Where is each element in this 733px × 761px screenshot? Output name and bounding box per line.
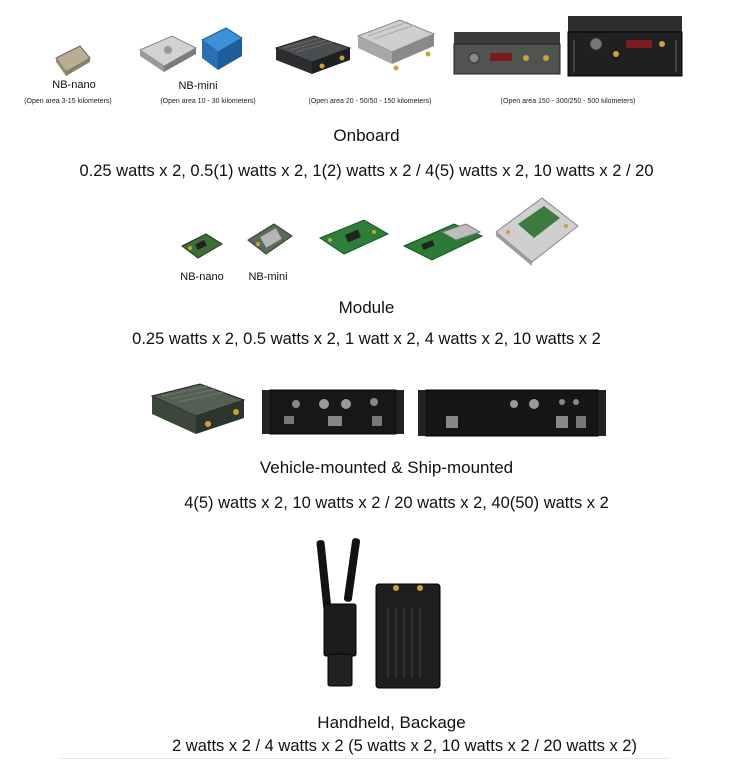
nb-mini-blue-device-image — [201, 27, 243, 70]
module-heading: Module — [338, 298, 395, 317]
onboard-nb-nano-range: (Open area 3-15 kilometers) — [24, 98, 112, 105]
nb-mini-silver-device-image — [138, 35, 198, 72]
vehicle-rack-device-a-image — [262, 389, 404, 435]
module-nb-mini-board-image — [247, 223, 293, 255]
module-nb-mini-label: NB-mini — [248, 271, 288, 283]
onboard-mid-range: (Open area 20 - 50/50 - 150 kilometers) — [308, 98, 432, 105]
nb-nano-device-image — [55, 45, 91, 76]
onboard-mid-silver-device-image — [356, 19, 436, 71]
module-board-d-image — [402, 223, 484, 261]
onboard-long-device-a-image — [453, 32, 561, 75]
onboard-mid-dark-device-image — [274, 35, 352, 74]
onboard-long-range: (Open area 150 - 300/250 - 500 kilometer… — [500, 98, 636, 105]
onboard-nb-mini-range: (Open area 10 - 30 kilometers) — [160, 98, 256, 105]
bottom-divider — [60, 758, 670, 759]
onboard-power-spec: 0.25 watts x 2, 0.5(1) watts x 2, 1(2) w… — [79, 162, 654, 180]
backpack-radio-image — [375, 583, 441, 689]
vehicle-rack-device-b-image — [418, 389, 606, 437]
vehicle-power-spec: 4(5) watts x 2, 10 watts x 2 / 20 watts … — [184, 494, 609, 512]
handheld-radio-image — [316, 538, 361, 687]
module-board-c-image — [318, 219, 390, 255]
onboard-nb-mini-label: NB-mini — [178, 80, 218, 92]
vehicle-heading: Vehicle-mounted & Ship-mounted — [259, 458, 514, 477]
handheld-heading: Handheld, Backage — [317, 713, 466, 732]
vehicle-compact-device-image — [150, 383, 246, 434]
module-power-spec: 0.25 watts x 2, 0.5 watts x 2, 1 watt x … — [132, 330, 601, 348]
onboard-long-device-b-image — [567, 16, 683, 77]
module-nb-nano-label: NB-nano — [180, 271, 224, 283]
module-board-e-image — [495, 197, 579, 266]
module-nb-nano-board-image — [181, 233, 223, 259]
onboard-heading: Onboard — [333, 126, 400, 145]
handheld-power-spec: 2 watts x 2 / 4 watts x 2 (5 watts x 2, … — [172, 737, 637, 755]
onboard-nb-nano-label: NB-nano — [52, 79, 96, 91]
